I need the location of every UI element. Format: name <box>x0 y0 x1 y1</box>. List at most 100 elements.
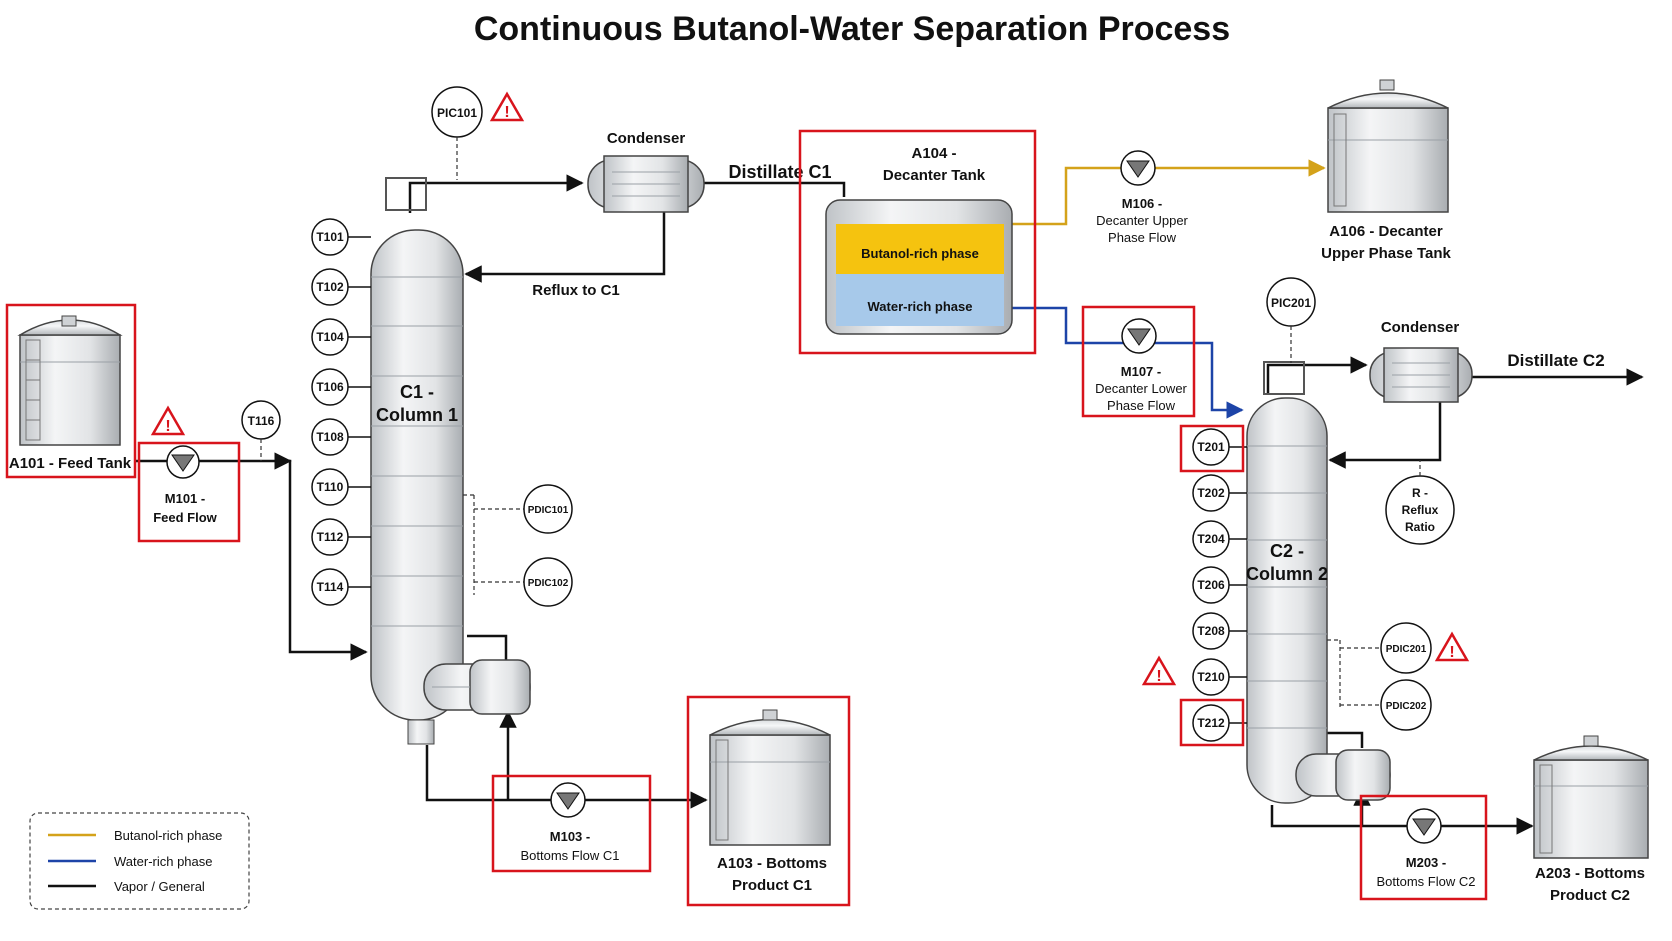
bottoms-c1-tank-label-2: Product C1 <box>732 877 812 894</box>
svg-text:!: ! <box>1449 644 1454 661</box>
temperature-label: T104 <box>316 330 344 344</box>
bottoms-c2-line <box>1270 805 1534 835</box>
bottoms-c2-tank-label-1: A203 - Bottoms <box>1535 865 1645 882</box>
temperature-label: T212 <box>1197 716 1225 730</box>
temperature-label: T112 <box>317 530 344 544</box>
c1-label-2: Column 1 <box>376 405 458 425</box>
temperature-instrument[interactable] <box>1192 474 1230 512</box>
condenser-c1[interactable] <box>587 155 705 213</box>
m101-highlight <box>137 441 241 543</box>
pdic101-label: PDIC101 <box>528 505 569 516</box>
legend-vapor: Vapor / General <box>114 879 205 894</box>
upper-phase-tank-label-1: A106 - Decanter <box>1329 223 1443 240</box>
feed-tank-label: A101 - Feed Tank <box>9 455 132 472</box>
temperature-label: T202 <box>1197 486 1225 500</box>
t201-highlight <box>1179 424 1245 473</box>
pdic101-instrument[interactable] <box>523 484 573 534</box>
feed-tank-highlight <box>5 303 137 479</box>
m103-highlight <box>491 774 652 873</box>
reflux-c2-line <box>1328 390 1442 469</box>
temperature-instrument[interactable] <box>1192 612 1230 650</box>
pdic202-instrument[interactable] <box>1380 679 1432 731</box>
bottoms-c1-line <box>425 745 708 809</box>
condenser2-label: Condenser <box>1381 319 1460 336</box>
m106-pump-icon[interactable] <box>1120 150 1156 186</box>
temperature-label: T102 <box>316 280 344 294</box>
legend-butanol: Butanol-rich phase <box>114 828 222 843</box>
decanter-label-1: A104 - <box>911 145 956 162</box>
temperature-instrument[interactable] <box>311 418 349 456</box>
pdic201-label: PDIC201 <box>1386 644 1427 655</box>
temperature-instrument[interactable] <box>311 518 349 556</box>
decanter-tank[interactable] <box>825 199 1013 335</box>
m107-label-1: M107 - <box>1121 364 1161 379</box>
temperature-instrument[interactable] <box>1192 566 1230 604</box>
temperature-label: T114 <box>317 580 344 594</box>
distillate-c1-line <box>702 181 846 197</box>
temperature-instrument[interactable] <box>311 368 349 406</box>
bottoms-product-c1-tank[interactable] <box>709 709 831 846</box>
m106-label-2: Decanter Upper <box>1096 213 1188 228</box>
condenser-c2[interactable] <box>1369 347 1473 403</box>
reflux-c1-line <box>464 210 666 283</box>
distillate-c1-label: Distillate C1 <box>728 162 831 182</box>
temperature-instrument[interactable] <box>311 318 349 356</box>
bottoms-product-c2-tank[interactable] <box>1533 735 1649 859</box>
temperature-instrument[interactable] <box>1192 428 1230 466</box>
t116-label: T116 <box>248 414 275 428</box>
pdic202-label: PDIC202 <box>1386 701 1427 712</box>
temperature-label: T106 <box>316 380 344 394</box>
feed-tank[interactable] <box>17 315 123 446</box>
c1-label-1: C1 - <box>400 382 434 402</box>
m107-label-2: Decanter Lower <box>1095 381 1187 396</box>
temperature-instrument[interactable] <box>311 268 349 306</box>
legend: Butanol-rich phase Water-rich phase Vapo… <box>29 812 250 910</box>
reboiler-c2[interactable] <box>1295 749 1391 801</box>
temperature-label: T210 <box>1197 670 1225 684</box>
column-c2[interactable] <box>1246 361 1328 804</box>
temperature-instrument[interactable] <box>311 568 349 606</box>
decanter-highlight <box>798 129 1037 355</box>
temperature-instrument[interactable] <box>311 468 349 506</box>
decanter-label-2: Decanter Tank <box>883 167 986 184</box>
m106-label-1: M106 - <box>1122 196 1162 211</box>
pdic102-label: PDIC102 <box>528 578 569 589</box>
m101-label-1: M101 - <box>165 491 205 506</box>
warning-icon: ! <box>1434 631 1470 662</box>
svg-text:!: ! <box>1156 668 1161 685</box>
warning-icon: ! <box>150 405 186 436</box>
reboiler-c1[interactable] <box>423 659 531 715</box>
warning-icon: ! <box>489 91 525 122</box>
temperature-instrument[interactable] <box>1192 704 1230 742</box>
m203-label-2: Bottoms Flow C2 <box>1377 874 1476 889</box>
pdic102-instrument[interactable] <box>523 557 573 607</box>
temperature-label: T108 <box>316 430 344 444</box>
m103-label-2: Bottoms Flow C1 <box>521 848 620 863</box>
m103-label-1: M103 - <box>550 829 590 844</box>
reflux-ratio-label-3: Ratio <box>1405 520 1435 534</box>
distillate-c2-label: Distillate C2 <box>1507 351 1604 370</box>
column-c1[interactable] <box>370 177 464 745</box>
temperature-instrument[interactable] <box>1192 658 1230 696</box>
condenser1-label: Condenser <box>607 130 686 147</box>
m203-highlight <box>1359 794 1488 901</box>
pdic201-instrument[interactable] <box>1380 622 1432 674</box>
water-phase-label: Water-rich phase <box>868 299 973 314</box>
bottoms-c1-tank-label-1: A103 - Bottoms <box>717 855 827 872</box>
c2-label-2: Column 2 <box>1246 564 1328 584</box>
temperature-instrument[interactable] <box>311 218 349 256</box>
m107-pump-icon[interactable] <box>1121 318 1157 354</box>
upper-phase-tank-label-2: Upper Phase Tank <box>1321 245 1451 262</box>
svg-text:!: ! <box>165 418 170 435</box>
warning-icon: ! <box>1141 655 1177 686</box>
c1-overhead-line <box>408 174 584 213</box>
m103-pump-icon[interactable] <box>550 782 586 818</box>
m101-feed-pump-icon[interactable] <box>166 445 200 479</box>
pic101-label: PIC101 <box>437 106 477 120</box>
upper-phase-tank[interactable] <box>1327 79 1449 213</box>
temperature-instrument[interactable] <box>1192 520 1230 558</box>
temperature-label: T204 <box>1197 532 1225 546</box>
m203-pump-icon[interactable] <box>1406 808 1442 844</box>
m203-label-1: M203 - <box>1406 855 1446 870</box>
